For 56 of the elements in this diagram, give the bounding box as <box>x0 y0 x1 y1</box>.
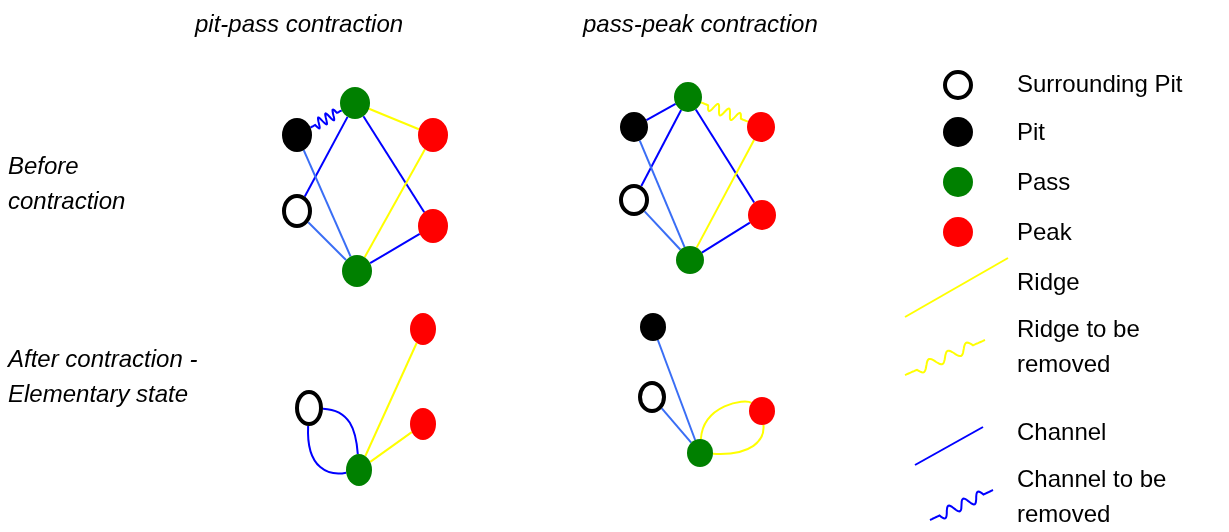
connector-line <box>700 221 751 254</box>
wavy-connector <box>309 108 343 130</box>
circle-node <box>418 209 448 243</box>
legend-label: Pass <box>1017 167 1072 197</box>
connector-line <box>656 339 697 441</box>
circle-node <box>748 200 776 230</box>
circle-node <box>749 397 775 425</box>
connector-line <box>307 221 348 262</box>
connector-line <box>303 115 349 198</box>
connector-line <box>645 102 677 122</box>
legend-label: Surrounding Pit <box>1017 69 1184 99</box>
circle-node <box>342 255 372 287</box>
connector-line <box>660 407 693 444</box>
legend-label: Ridge to be removed <box>1017 314 1141 379</box>
connector-line <box>362 115 426 214</box>
row-label: After contraction - Elementary state <box>8 344 199 409</box>
panel-heading: pit-pass contraction <box>195 9 405 39</box>
legend-label: Peak <box>1017 217 1073 247</box>
connector-line <box>364 341 418 458</box>
ring-node <box>638 381 666 413</box>
curved-connector <box>307 424 348 475</box>
legend-label: Channel to be removed <box>1017 464 1168 529</box>
wavy-connector <box>700 101 749 123</box>
curved-connector <box>322 407 359 456</box>
connector-line <box>638 139 686 249</box>
curved-connector <box>699 400 753 441</box>
circle-node <box>346 454 372 486</box>
panel-heading: pass-peak contraction <box>583 9 819 39</box>
connector-line <box>643 210 682 251</box>
ring-node <box>295 390 323 426</box>
circle-node <box>674 82 702 112</box>
legend-label: Ridge <box>1017 267 1081 297</box>
circle-node <box>676 246 704 274</box>
circle-node <box>687 439 713 467</box>
circle-node <box>410 408 436 440</box>
circle-node <box>418 118 448 152</box>
circle-node <box>620 112 648 142</box>
connector-line <box>369 232 421 265</box>
circle-node <box>282 118 312 152</box>
legend-label: Channel <box>1017 417 1108 447</box>
connector-line <box>369 431 413 463</box>
connector-line <box>695 139 756 249</box>
legend-label: Pit <box>1017 117 1046 147</box>
connector-line <box>302 149 352 258</box>
circle-node <box>340 87 370 119</box>
circle-node <box>747 112 775 142</box>
ring-node <box>282 194 312 228</box>
connector-line <box>694 108 756 204</box>
circle-node <box>410 313 436 345</box>
connector-line <box>368 107 420 131</box>
row-label: Before contraction <box>8 151 127 216</box>
curved-connector <box>712 423 765 455</box>
connector-line <box>640 109 683 188</box>
connector-line <box>363 148 426 259</box>
ring-node <box>619 184 649 216</box>
circle-node <box>640 313 666 341</box>
